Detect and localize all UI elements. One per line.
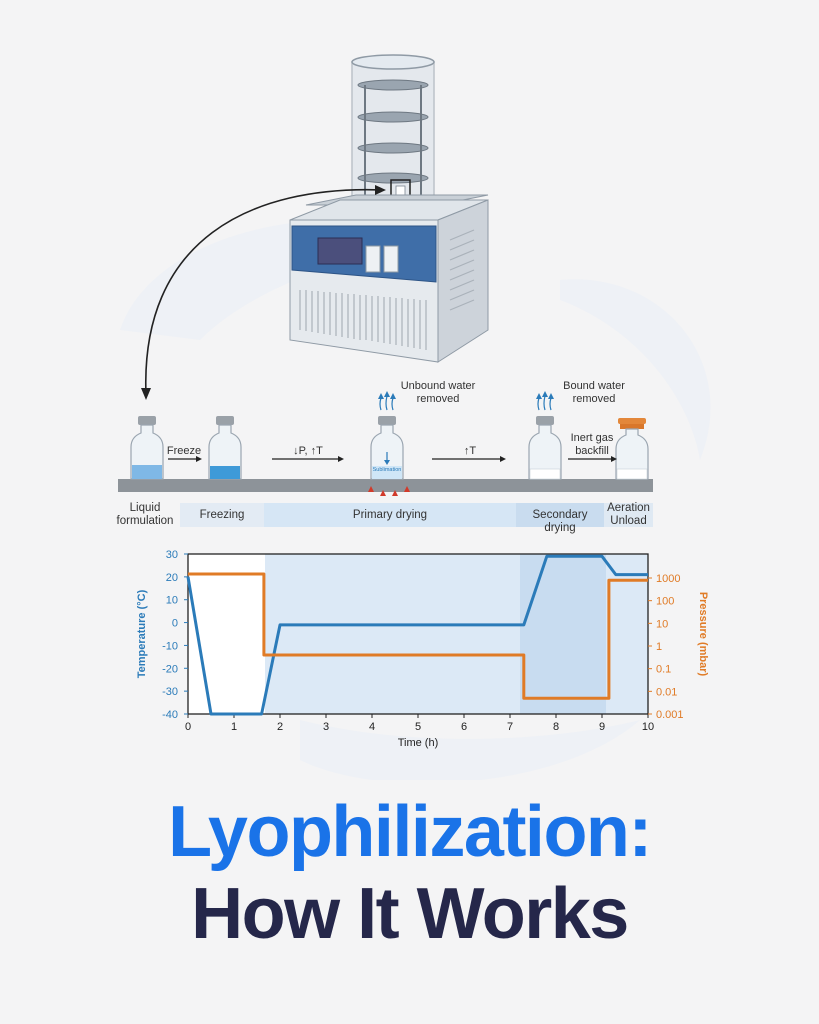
x-tick-label: 4 bbox=[369, 721, 375, 733]
label-sublimation: Sublimation bbox=[372, 467, 402, 473]
vial-primary bbox=[370, 416, 404, 480]
title-line-1: Lyophilization: bbox=[168, 792, 652, 872]
phase-freezing: Freezing bbox=[199, 509, 245, 521]
process-bar bbox=[118, 479, 653, 492]
vial-secondary bbox=[528, 416, 562, 480]
x-tick-label: 6 bbox=[461, 721, 467, 733]
chart-bands bbox=[188, 554, 648, 714]
y-right-axis-label: Pressure (mbar) bbox=[697, 592, 709, 677]
curved-arrow bbox=[141, 185, 386, 400]
vial-sealed bbox=[615, 418, 649, 480]
phase-primary: Primary drying bbox=[352, 509, 428, 521]
note-gas-line2: backfill bbox=[575, 445, 609, 457]
x-tick-label: 9 bbox=[599, 721, 605, 733]
title-line-2: How It Works bbox=[191, 874, 629, 954]
band-secondary bbox=[516, 503, 604, 527]
pressure-line bbox=[188, 572, 648, 700]
note-unbound: Unbound water removed bbox=[388, 380, 488, 406]
note-bound: Bound water removed bbox=[549, 380, 639, 406]
note-unbound-line2: removed bbox=[416, 393, 460, 405]
note-bound-line1: Bound water bbox=[563, 380, 625, 392]
band-freezing bbox=[180, 503, 264, 527]
y-left-tick-label: 30 bbox=[166, 549, 178, 561]
y-right-tick-label: 0.001 bbox=[656, 709, 684, 721]
freeze-dryer-machine bbox=[289, 54, 489, 363]
x-tick-label: 0 bbox=[185, 721, 191, 733]
y-right-tick-label: 10 bbox=[656, 618, 668, 630]
x-tick-label: 7 bbox=[507, 721, 513, 733]
x-tick-label: 3 bbox=[323, 721, 329, 733]
label-secondary-arrow: ↑T bbox=[463, 445, 477, 457]
y-left-tick-label: 20 bbox=[166, 572, 178, 584]
label-primary-arrow: ↓P, ↑T bbox=[293, 445, 323, 457]
note-gas: Inert gas backfill bbox=[562, 432, 622, 458]
x-tick-label: 5 bbox=[415, 721, 421, 733]
x-tick-label: 8 bbox=[553, 721, 559, 733]
x-tick-label: 10 bbox=[642, 721, 654, 733]
y-left-tick-label: 10 bbox=[166, 595, 178, 607]
vapor-arrows-secondary bbox=[537, 395, 552, 411]
phase-liquid: Liquid formulation bbox=[110, 502, 180, 528]
phase-aeration-line2: Unload bbox=[610, 515, 647, 527]
phase-liquid-line2: formulation bbox=[116, 515, 174, 527]
x-tick-label: 2 bbox=[277, 721, 283, 733]
vial-liquid bbox=[130, 416, 164, 480]
band-primary bbox=[264, 503, 516, 527]
y-left-axis-label: Temperature (°C) bbox=[136, 589, 148, 678]
note-unbound-line1: Unbound water bbox=[400, 380, 476, 392]
note-gas-line1: Inert gas bbox=[570, 432, 614, 444]
y-left-tick-label: -10 bbox=[162, 640, 178, 652]
y-left-tick-label: 0 bbox=[172, 618, 178, 630]
y-left-tick-label: -20 bbox=[162, 663, 178, 675]
y-left-tick-label: -40 bbox=[162, 709, 178, 721]
y-left-tick-label: -30 bbox=[162, 686, 178, 698]
phase-aeration: Aeration Unload bbox=[604, 502, 653, 528]
x-axis-label: Time (h) bbox=[398, 737, 439, 749]
heat-arrows bbox=[368, 486, 410, 496]
phase-aeration-line1: Aeration bbox=[607, 502, 650, 514]
vapor-arrows-primary bbox=[379, 395, 394, 411]
illustration: 0123456789103020100-10-20-30-40100010010… bbox=[118, 54, 709, 749]
vial-frozen bbox=[208, 416, 242, 480]
phase-liquid-line1: Liquid bbox=[129, 502, 161, 514]
y-right-tick-label: 1 bbox=[656, 641, 662, 653]
y-right-tick-label: 1000 bbox=[656, 573, 680, 585]
phase-secondary: Secondary drying bbox=[532, 509, 588, 534]
x-tick-label: 1 bbox=[231, 721, 237, 733]
y-right-tick-label: 0.1 bbox=[656, 664, 671, 676]
y-right-tick-label: 100 bbox=[656, 596, 674, 608]
y-right-tick-label: 0.01 bbox=[656, 686, 677, 698]
note-bound-line2: removed bbox=[572, 393, 616, 405]
band-aeration bbox=[604, 503, 653, 527]
label-freeze: Freeze bbox=[166, 445, 202, 457]
temperature-line bbox=[186, 554, 648, 716]
